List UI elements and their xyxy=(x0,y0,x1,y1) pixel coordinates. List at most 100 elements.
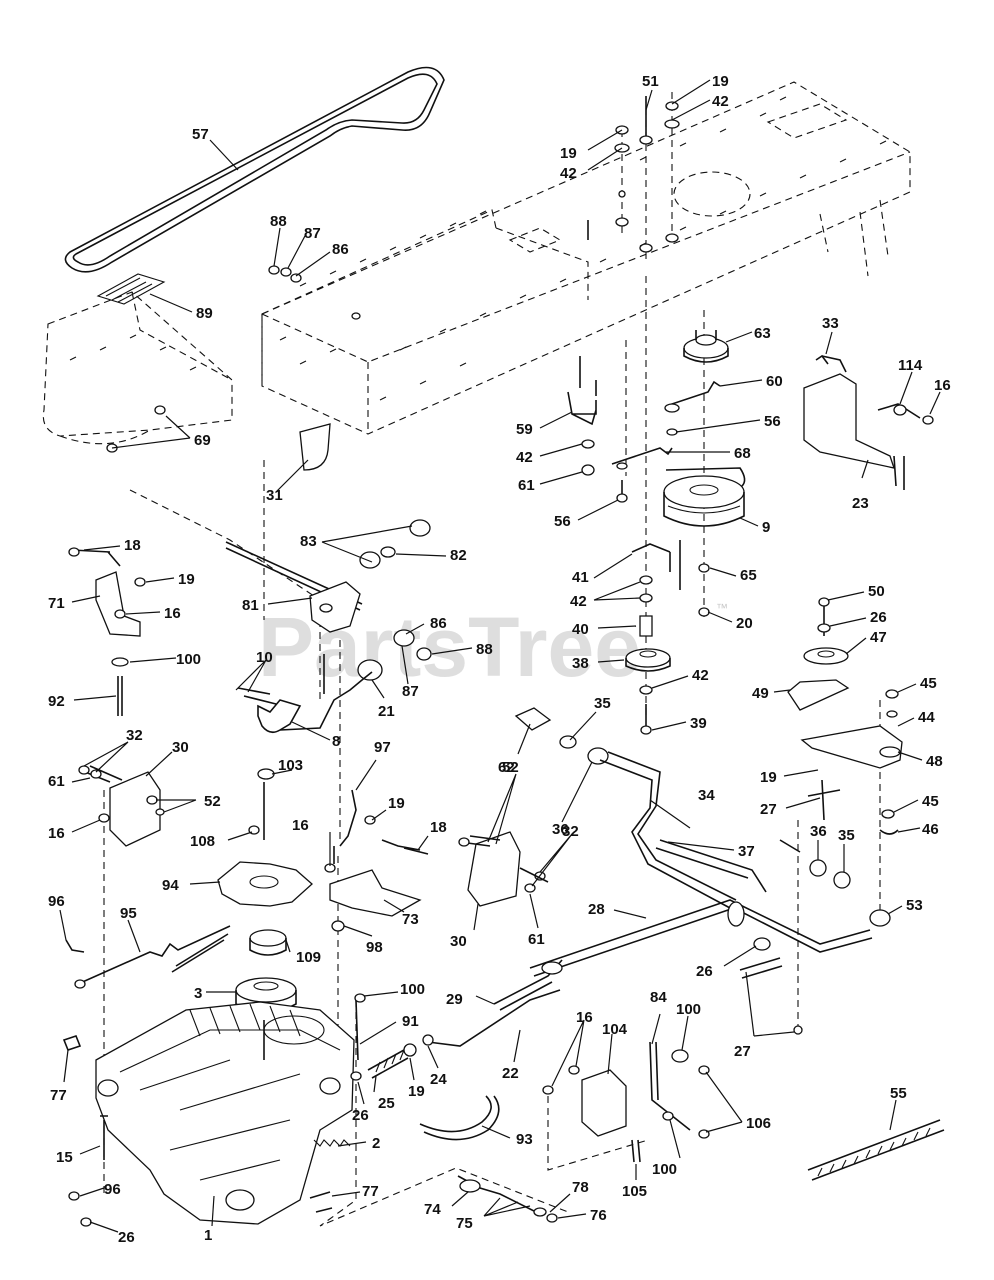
callout: 32 xyxy=(562,823,579,840)
callout: 61 xyxy=(48,773,65,790)
lift-crank xyxy=(237,654,373,734)
callout: 39 xyxy=(690,715,707,732)
callout: 25 xyxy=(378,1095,395,1112)
callout: 36 xyxy=(810,823,827,840)
callout: 62 xyxy=(498,759,515,776)
callout: 69 xyxy=(194,432,211,449)
callout: 88 xyxy=(476,641,493,658)
bypass-rod xyxy=(65,925,231,989)
callout: 71 xyxy=(48,595,65,612)
callout: 57 xyxy=(192,126,209,143)
callout: 23 xyxy=(852,495,869,512)
part-77-a xyxy=(62,1035,82,1051)
callout: 26 xyxy=(696,963,713,980)
callout: 19 xyxy=(560,145,577,162)
callout: 61 xyxy=(528,931,545,948)
pivot-plate-left xyxy=(78,765,165,847)
callout: 30 xyxy=(450,933,467,950)
callout: 76 xyxy=(590,1207,607,1224)
brake-rod xyxy=(655,839,851,893)
callout: 2 xyxy=(372,1135,380,1152)
callout: 20 xyxy=(736,615,753,632)
callout: 32 xyxy=(126,727,143,744)
spindle-stack xyxy=(625,540,710,735)
callout: 18 xyxy=(124,537,141,554)
pto-clutch xyxy=(663,467,746,527)
callout: 45 xyxy=(922,793,939,810)
idler-pulley xyxy=(683,330,729,363)
callout: 98 xyxy=(366,939,383,956)
callout: 19 xyxy=(712,73,729,90)
callout: 52 xyxy=(502,759,519,776)
callout: 89 xyxy=(196,305,213,322)
callout: 44 xyxy=(918,709,935,726)
callout: 84 xyxy=(650,989,667,1006)
misc-fasteners xyxy=(106,190,803,1035)
callout: 42 xyxy=(570,593,587,610)
callout: 42 xyxy=(692,667,709,684)
pivot-bracket xyxy=(567,356,597,426)
callout: 86 xyxy=(430,615,447,632)
shield xyxy=(299,423,331,471)
callout: 106 xyxy=(746,1115,771,1132)
callout: 16 xyxy=(164,605,181,622)
callout: 60 xyxy=(766,373,783,390)
callout: 35 xyxy=(838,827,855,844)
callout: 95 xyxy=(120,905,137,922)
callout: 26 xyxy=(870,609,887,626)
callout: 100 xyxy=(176,651,201,668)
callout: 48 xyxy=(926,753,943,770)
lift-shaft xyxy=(225,519,432,681)
callout: 49 xyxy=(752,685,769,702)
callout: 93 xyxy=(516,1131,533,1148)
callout: 94 xyxy=(162,877,179,894)
callout: 42 xyxy=(516,449,533,466)
watermark-trademark: ™ xyxy=(716,601,728,615)
right-bracket xyxy=(803,354,934,490)
callout: 42 xyxy=(712,93,729,110)
callout: 77 xyxy=(362,1183,379,1200)
mower-pan xyxy=(42,291,233,445)
callout: 10 xyxy=(256,649,273,666)
callout: 65 xyxy=(740,567,757,584)
callout: 100 xyxy=(676,1001,701,1018)
hardware-top xyxy=(587,96,680,253)
spring-2 xyxy=(313,1139,351,1147)
callout: 105 xyxy=(622,1183,647,1200)
callout: 53 xyxy=(906,897,923,914)
callout: 16 xyxy=(576,1009,593,1026)
callout: 35 xyxy=(594,695,611,712)
leader-lines xyxy=(59,79,941,1233)
callout: 51 xyxy=(642,73,659,90)
callout: 31 xyxy=(266,487,283,504)
callout: 16 xyxy=(934,377,951,394)
callout: 33 xyxy=(822,315,839,332)
callout: 91 xyxy=(402,1013,419,1030)
callout: 97 xyxy=(374,739,391,756)
callout: 34 xyxy=(698,787,715,804)
callout: 77 xyxy=(50,1087,67,1104)
callout: 15 xyxy=(56,1149,73,1166)
callout: 26 xyxy=(118,1229,135,1246)
callout: 19 xyxy=(178,571,195,588)
callout: 26 xyxy=(352,1107,369,1124)
callout: 104 xyxy=(602,1021,628,1038)
callout: 61 xyxy=(518,477,535,494)
callout: 19 xyxy=(760,769,777,786)
rod xyxy=(665,380,721,407)
callout-labels: 57 89 88 87 86 69 31 51 19 42 19 42 63 6… xyxy=(48,73,951,1246)
callout: 73 xyxy=(402,911,419,928)
callout: 52 xyxy=(204,793,221,810)
callout: 74 xyxy=(424,1201,441,1218)
frame-holes xyxy=(279,96,887,401)
hose xyxy=(419,1095,500,1141)
clutch-spring xyxy=(350,993,434,1081)
transaxle xyxy=(95,1001,355,1225)
callout: 8 xyxy=(332,733,340,750)
callout: 16 xyxy=(292,817,309,834)
callout: 18 xyxy=(430,819,447,836)
spring-bar xyxy=(807,1119,945,1181)
callout: 82 xyxy=(450,547,467,564)
callout: 103 xyxy=(278,757,303,774)
